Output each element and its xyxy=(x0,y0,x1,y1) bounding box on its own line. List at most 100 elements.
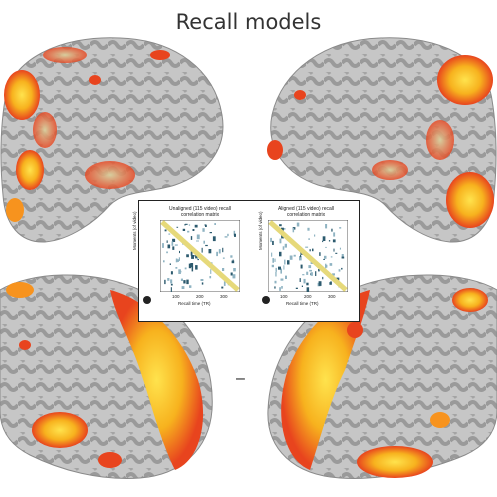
matrix-cell xyxy=(278,266,281,270)
matrix-cell xyxy=(306,287,310,292)
matrix-cell xyxy=(195,253,198,259)
matrix-cell xyxy=(202,228,205,232)
matrix-cell xyxy=(329,282,332,285)
matrix-cell xyxy=(285,275,287,279)
matrix-cell xyxy=(322,240,324,243)
matrix-aligned xyxy=(268,220,348,292)
panel-title-aligned: Aligned (115 video) recall correlation m… xyxy=(256,206,356,218)
matrix-cell xyxy=(181,286,185,289)
matrix-cell xyxy=(284,259,286,265)
matrix-cell xyxy=(271,264,274,268)
matrix-cell xyxy=(175,267,178,269)
matrix-cell xyxy=(231,260,235,264)
matrix-cell xyxy=(300,254,302,258)
matrix-cell xyxy=(197,259,199,261)
matrix-cell xyxy=(174,244,178,246)
matrix-cell xyxy=(280,268,282,274)
figure-title: Recall models xyxy=(175,10,322,34)
x-axis-label: Recall time (TR) xyxy=(286,301,319,306)
matrix-cell xyxy=(190,236,193,240)
matrix-cell xyxy=(341,267,343,270)
matrix-cell xyxy=(232,274,236,279)
matrix-cell xyxy=(279,224,282,227)
matrix-cell xyxy=(164,279,166,285)
matrix-cell xyxy=(194,224,198,228)
matrix-cell xyxy=(164,229,167,232)
matrix-cell xyxy=(196,240,199,242)
matrix-cell xyxy=(192,229,195,231)
matrix-cell xyxy=(281,286,283,289)
matrix-cell xyxy=(191,266,194,272)
matrix-cell xyxy=(330,281,332,283)
matrix-cell xyxy=(171,241,174,246)
matrix-cell xyxy=(205,244,208,247)
matrix-cell xyxy=(275,267,277,272)
matrix-cell xyxy=(292,228,295,233)
matrix-cell xyxy=(167,244,171,249)
matrix-unaligned xyxy=(160,220,240,292)
matrix-cell xyxy=(331,228,333,232)
matrix-cell xyxy=(186,279,189,285)
matrix-cell xyxy=(196,256,199,260)
matrix-cell xyxy=(338,269,341,272)
matrix-cell xyxy=(300,264,303,269)
y-axis-label: Moments (of video) xyxy=(258,211,263,250)
matrix-cell xyxy=(230,255,233,258)
matrix-cell xyxy=(209,232,212,234)
matrix-cell xyxy=(318,281,322,286)
matrix-cell xyxy=(272,258,274,263)
matrix-cell xyxy=(310,272,313,276)
matrix-cell xyxy=(205,224,207,227)
matrix-cell xyxy=(301,285,303,287)
panel-icon-person xyxy=(262,296,270,304)
matrix-cell xyxy=(233,230,236,236)
x-tick-100: 100 xyxy=(172,294,180,299)
matrix-cell xyxy=(163,260,165,263)
matrix-cell xyxy=(230,272,233,276)
matrix-cell xyxy=(178,269,181,274)
matrix-cell xyxy=(221,286,224,289)
matrix-cell xyxy=(180,270,182,273)
matrix-cell xyxy=(210,269,212,274)
matrix-cell xyxy=(170,279,173,284)
matrix-cell xyxy=(227,233,229,237)
matrix-cell xyxy=(175,258,178,263)
panel-title-unaligned: Unaligned (115 video) recall correlation… xyxy=(150,206,250,218)
matrix-cell xyxy=(189,285,192,288)
matrix-cell xyxy=(170,283,173,286)
matrix-cell xyxy=(284,243,287,248)
matrix-cell xyxy=(325,264,328,268)
matrix-cell xyxy=(172,246,175,250)
matrix-cell xyxy=(170,287,172,292)
matrix-cell xyxy=(212,236,216,242)
matrix-cell xyxy=(169,263,171,265)
matrix-cell xyxy=(271,252,273,257)
matrix-cell xyxy=(330,256,333,258)
diagonal-band xyxy=(268,220,348,292)
matrix-cell xyxy=(223,281,226,286)
matrix-cell xyxy=(328,240,331,242)
matrix-cell xyxy=(200,279,204,281)
matrix-cell xyxy=(176,226,179,228)
matrix-cell xyxy=(274,280,277,284)
matrix-cell xyxy=(318,269,320,272)
matrix-cell xyxy=(287,260,290,265)
matrix-cell xyxy=(191,255,194,259)
matrix-cell xyxy=(172,238,176,242)
matrix-cell xyxy=(341,256,345,259)
brain-bottom-left xyxy=(0,274,213,479)
matrix-cell xyxy=(307,227,310,231)
matrix-cell xyxy=(332,273,335,276)
x-tick-100: 100 xyxy=(280,294,288,299)
matrix-cell xyxy=(190,263,194,268)
matrix-cell xyxy=(279,287,281,291)
matrix-cell xyxy=(188,263,191,269)
matrix-cell xyxy=(319,252,321,256)
matrix-cell xyxy=(187,230,190,233)
x-tick-300: 300 xyxy=(220,294,228,299)
matrix-cell xyxy=(233,268,236,272)
matrix-cell xyxy=(222,257,225,259)
matrix-cell xyxy=(162,243,164,248)
panel-icon-person xyxy=(143,296,151,304)
